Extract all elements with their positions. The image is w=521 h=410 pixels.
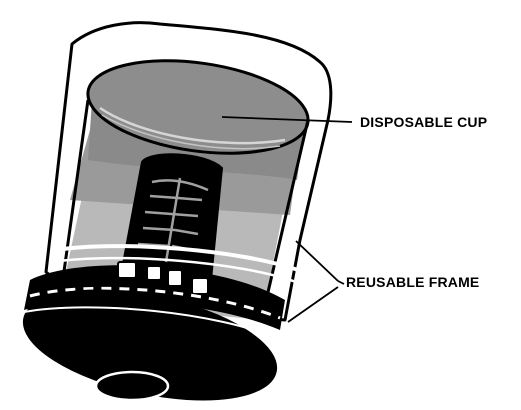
frame-callout-line-upper [296, 241, 338, 281]
disposable-cup-label: DISPOSABLE CUP [360, 114, 487, 130]
frame-callout-line-join [338, 281, 344, 284]
frame-callout-line-lower [288, 287, 338, 322]
base-opening [96, 372, 168, 400]
reusable-frame-label: REUSABLE FRAME [346, 274, 479, 290]
